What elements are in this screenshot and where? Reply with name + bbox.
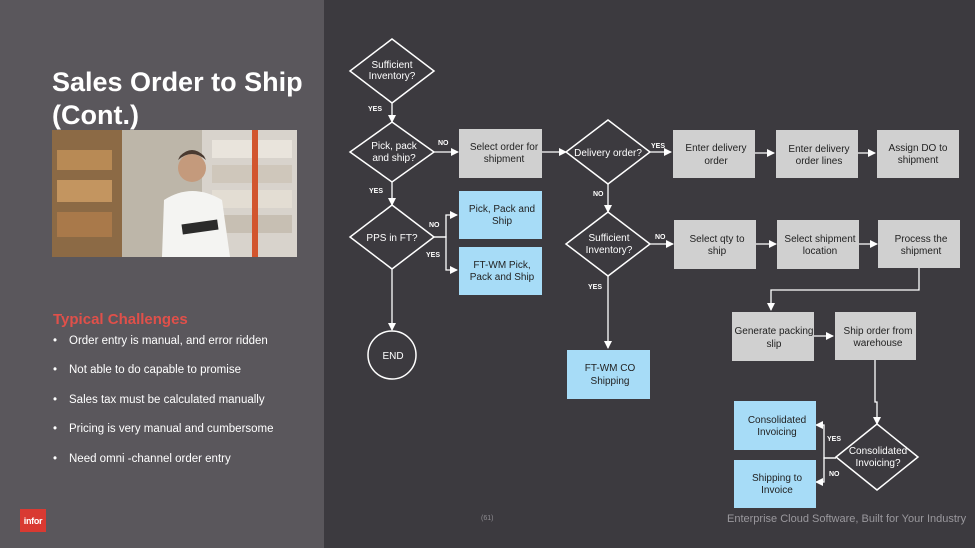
node-text: Inventory?	[369, 71, 416, 82]
node-text: location	[803, 246, 837, 257]
process-ft-wm-pick: FT-WM Pick, Pack and Ship	[459, 247, 542, 295]
node-text: END	[382, 351, 403, 362]
no-label: NO	[429, 222, 440, 229]
decision-pick-pack-ship: Pick, pack and ship?	[348, 121, 436, 183]
node-text: Invoicing?	[855, 458, 900, 469]
left-panel: Sales Order to Ship (Cont.)	[0, 0, 324, 548]
node-text: Ship order from	[844, 326, 913, 337]
node-text: FT-WM Pick,	[473, 260, 530, 271]
node-text: Select order for	[470, 142, 539, 153]
node-text: order	[704, 156, 728, 167]
process-select-shipment-location: Select shipment location	[777, 220, 859, 269]
process-generate-packing-slip: Generate packing slip	[732, 312, 814, 361]
node-text: Invoice	[761, 485, 793, 496]
bullet-icon: •	[53, 335, 58, 347]
bullet-icon: •	[53, 452, 58, 465]
node-text: Inventory?	[586, 245, 633, 256]
no-label: NO	[655, 234, 666, 241]
node-text: Assign DO to	[889, 143, 948, 154]
challenge-text: Need omni -channel order entry	[69, 452, 231, 465]
node-text: Shipping to	[752, 473, 802, 484]
node-text: Pick, pack	[371, 141, 418, 152]
node-text: Enter delivery	[685, 143, 746, 154]
node-text: Enter delivery	[788, 144, 849, 155]
process-enter-delivery-order: Enter delivery order	[673, 130, 755, 178]
list-item: • Not able to do capable to promise	[53, 362, 274, 391]
yes-label: YES	[827, 436, 841, 443]
node-text: FT-WM CO	[585, 363, 636, 374]
node-text: PPS in FT?	[366, 233, 418, 244]
node-text: Consolidated	[748, 415, 806, 426]
challenge-text: Sales tax must be calculated manually	[69, 393, 265, 406]
node-text: Select qty to	[689, 234, 744, 245]
node-text: and ship?	[372, 153, 416, 164]
node-text: shipment	[484, 154, 525, 165]
node-text: Consolidated	[849, 446, 907, 457]
process-ft-wm-co-shipping: FT-WM CO Shipping	[567, 350, 650, 399]
list-item: • Pricing is very manual and cumbersome	[53, 421, 274, 450]
node-text: Sufficient	[372, 60, 413, 71]
node-text: Select shipment	[784, 234, 855, 245]
node-text: ship	[708, 246, 727, 257]
no-label: NO	[593, 191, 604, 198]
no-label: NO	[829, 471, 840, 478]
yes-label: YES	[426, 252, 440, 259]
decision-sufficient-inventory-1: Sufficient Inventory?	[348, 38, 436, 104]
process-shipping-to-invoice: Shipping to Invoice	[734, 460, 816, 508]
yes-label: YES	[651, 143, 665, 150]
warehouse-worker-photo	[52, 130, 297, 257]
node-text: Ship	[492, 216, 512, 227]
node-text: shipment	[901, 246, 942, 257]
node-text: Process the	[895, 234, 948, 245]
decision-consolidated-invoicing: Consolidated Invoicing?	[834, 423, 920, 491]
challenge-text: Order entry is manual, and error ridden	[69, 335, 268, 347]
list-item: • Sales tax must be calculated manually	[53, 392, 274, 421]
decision-delivery-order: Delivery order?	[564, 119, 652, 185]
infor-logo: infor	[20, 509, 46, 532]
node-text: Invoicing	[757, 427, 796, 438]
process-enter-delivery-order-lines: Enter delivery order lines	[776, 130, 858, 178]
slide-title: Sales Order to Ship (Cont.)	[52, 67, 303, 130]
challenge-text: Not able to do capable to promise	[69, 364, 241, 377]
list-item: • Order entry is manual, and error ridden	[53, 333, 274, 362]
challenge-text: Pricing is very manual and cumbersome	[69, 423, 274, 436]
node-text: Pick, Pack and	[469, 204, 535, 215]
node-text: slip	[766, 339, 781, 350]
node-text: Generate packing	[735, 326, 814, 337]
yes-label: YES	[588, 284, 602, 291]
node-text: Sufficient	[589, 233, 630, 244]
process-consolidated-invoicing: Consolidated Invoicing	[734, 401, 816, 450]
footer-tagline: Enterprise Cloud Software, Built for You…	[727, 513, 967, 525]
page-number: (61)	[481, 515, 494, 522]
list-item: • Need omni -channel order entry	[53, 451, 274, 480]
node-text: Shipping	[591, 376, 630, 387]
bullet-icon: •	[53, 364, 58, 377]
process-select-qty-to-ship: Select qty to ship	[674, 220, 756, 269]
node-text: Delivery order?	[574, 148, 642, 159]
end-node: END	[367, 330, 417, 380]
process-assign-do-to-shipment: Assign DO to shipment	[877, 130, 959, 178]
process-the-shipment: Process the shipment	[878, 220, 960, 268]
process-select-order-for-shipment: Select order for shipment	[459, 129, 542, 178]
decision-sufficient-inventory-2: Sufficient Inventory?	[564, 211, 652, 277]
no-label: NO	[438, 140, 449, 147]
node-text: Pack and Ship	[470, 272, 535, 283]
node-text: shipment	[898, 155, 939, 166]
challenges-list: • Order entry is manual, and error ridden…	[53, 333, 274, 480]
connectors	[388, 102, 920, 486]
bullet-icon: •	[53, 393, 58, 406]
node-text: warehouse	[853, 338, 903, 349]
node-text: order lines	[796, 156, 843, 167]
challenges-heading: Typical Challenges	[53, 311, 188, 328]
decision-pps-in-ft: PPS in FT?	[348, 204, 436, 270]
yes-label: YES	[368, 106, 382, 113]
process-ship-order-from-warehouse: Ship order from warehouse	[835, 312, 916, 360]
yes-label: YES	[369, 188, 383, 195]
bullet-icon: •	[53, 423, 58, 436]
process-pick-pack-and-ship: Pick, Pack and Ship	[459, 191, 542, 239]
